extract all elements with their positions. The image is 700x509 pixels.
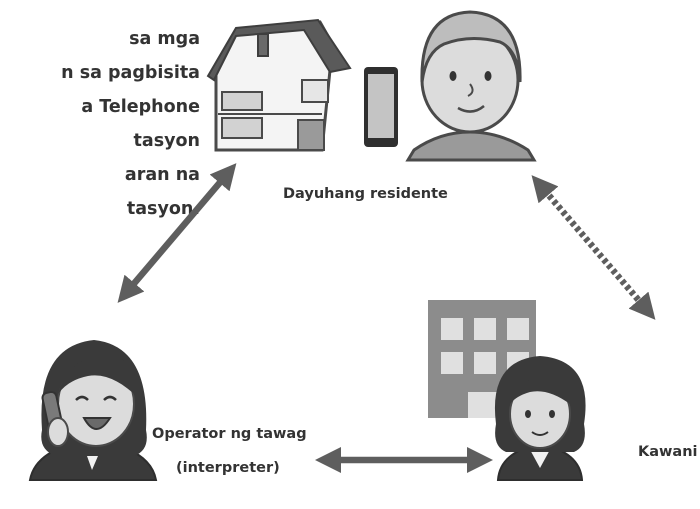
call-operator-figure [28, 340, 158, 481]
staff-label: Kawani [638, 444, 698, 460]
arrow-resident-operator [117, 163, 237, 303]
resident-label: Dayuhang residente [283, 186, 448, 202]
foreign-resident-figure [405, 10, 537, 162]
intro-line: sa mga [129, 29, 200, 49]
operator-label: Operator ng tawag [152, 426, 307, 442]
arrow-resident-staff-dotted [531, 175, 656, 320]
interpreter-label: (interpreter) [176, 460, 280, 476]
intro-line: n sa pagbisita [61, 63, 200, 83]
intro-line: a Telephone [81, 97, 200, 117]
office-building-icon [428, 300, 536, 418]
staff-figure [494, 356, 586, 481]
smartphone-icon [364, 67, 398, 147]
intro-line: tasyon [133, 131, 200, 151]
house-icon [206, 18, 352, 152]
